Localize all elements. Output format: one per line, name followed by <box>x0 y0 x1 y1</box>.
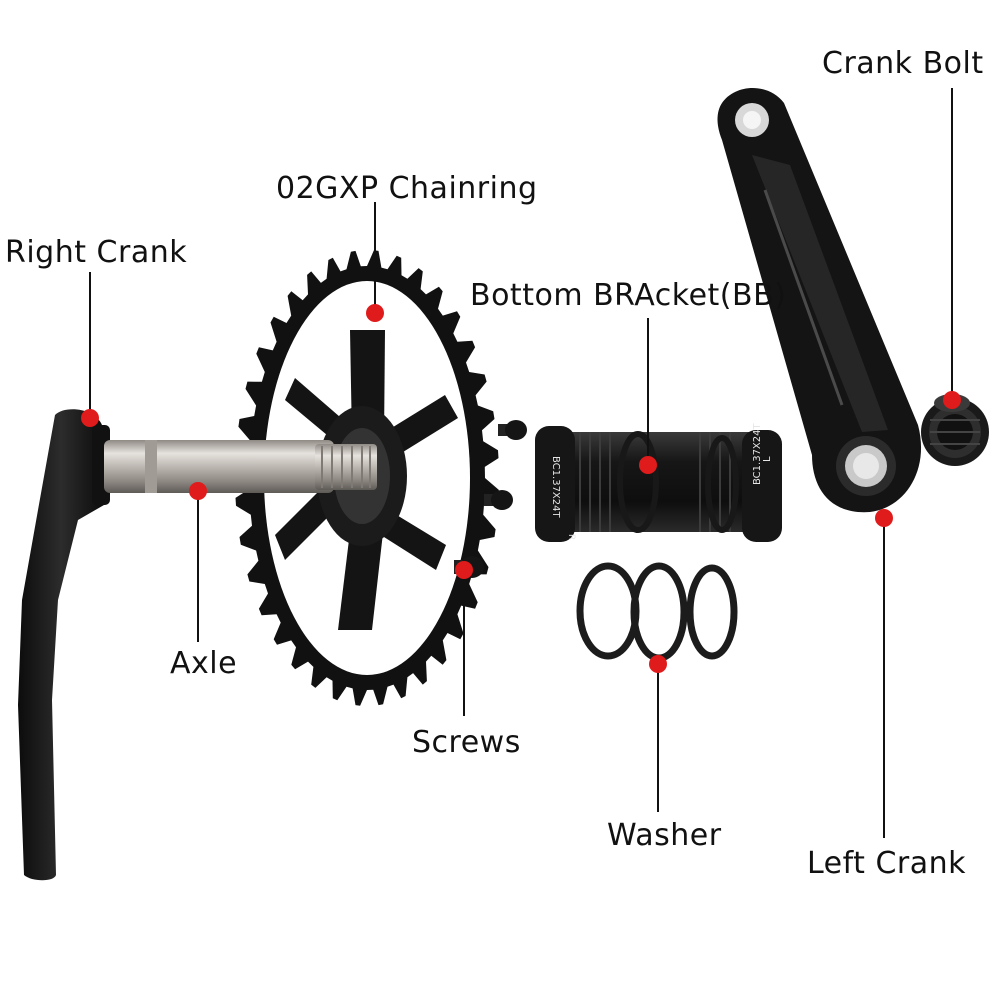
axle-part <box>104 440 377 493</box>
label-axle: Axle <box>170 646 237 681</box>
marker-axle-icon <box>189 482 207 500</box>
marker-washer-icon <box>649 655 667 673</box>
bb-cup-right-side: L <box>762 456 773 462</box>
label-chainring: 02GXP Chainring <box>276 171 538 206</box>
left-crank-part <box>717 87 922 513</box>
label-bottom-bracket: Bottom BRAcket(BB) <box>470 278 786 313</box>
marker-bottom-bracket-icon <box>639 456 657 474</box>
marker-right-crank-icon <box>81 409 99 427</box>
label-washer: Washer <box>607 818 722 853</box>
bottom-bracket-part: BC1.37X24T R BC1.37X24T L <box>535 422 782 542</box>
screw-1 <box>498 420 527 440</box>
washer-2 <box>630 562 688 662</box>
marker-left-crank-icon <box>875 509 893 527</box>
right-crank-part <box>18 409 110 881</box>
marker-crank-bolt-icon <box>943 391 961 409</box>
washers-part <box>576 562 738 662</box>
markers <box>81 304 961 673</box>
label-crank-bolt: Crank Bolt <box>822 46 984 81</box>
washer-1 <box>576 562 640 660</box>
marker-screws-icon <box>455 561 473 579</box>
label-screws: Screws <box>412 725 521 760</box>
crank-bolt-part <box>921 394 989 466</box>
washer-3 <box>686 564 738 660</box>
bb-cup-left-side: R <box>566 534 576 540</box>
bb-cup-left-marking: BC1.37X24T <box>550 456 561 519</box>
marker-chainring-icon <box>366 304 384 322</box>
screw-2 <box>484 490 513 510</box>
bb-cup-right-marking: BC1.37X24T <box>752 422 763 485</box>
leader-lines <box>89 88 953 838</box>
label-left-crank: Left Crank <box>807 846 966 881</box>
label-right-crank: Right Crank <box>5 235 187 270</box>
